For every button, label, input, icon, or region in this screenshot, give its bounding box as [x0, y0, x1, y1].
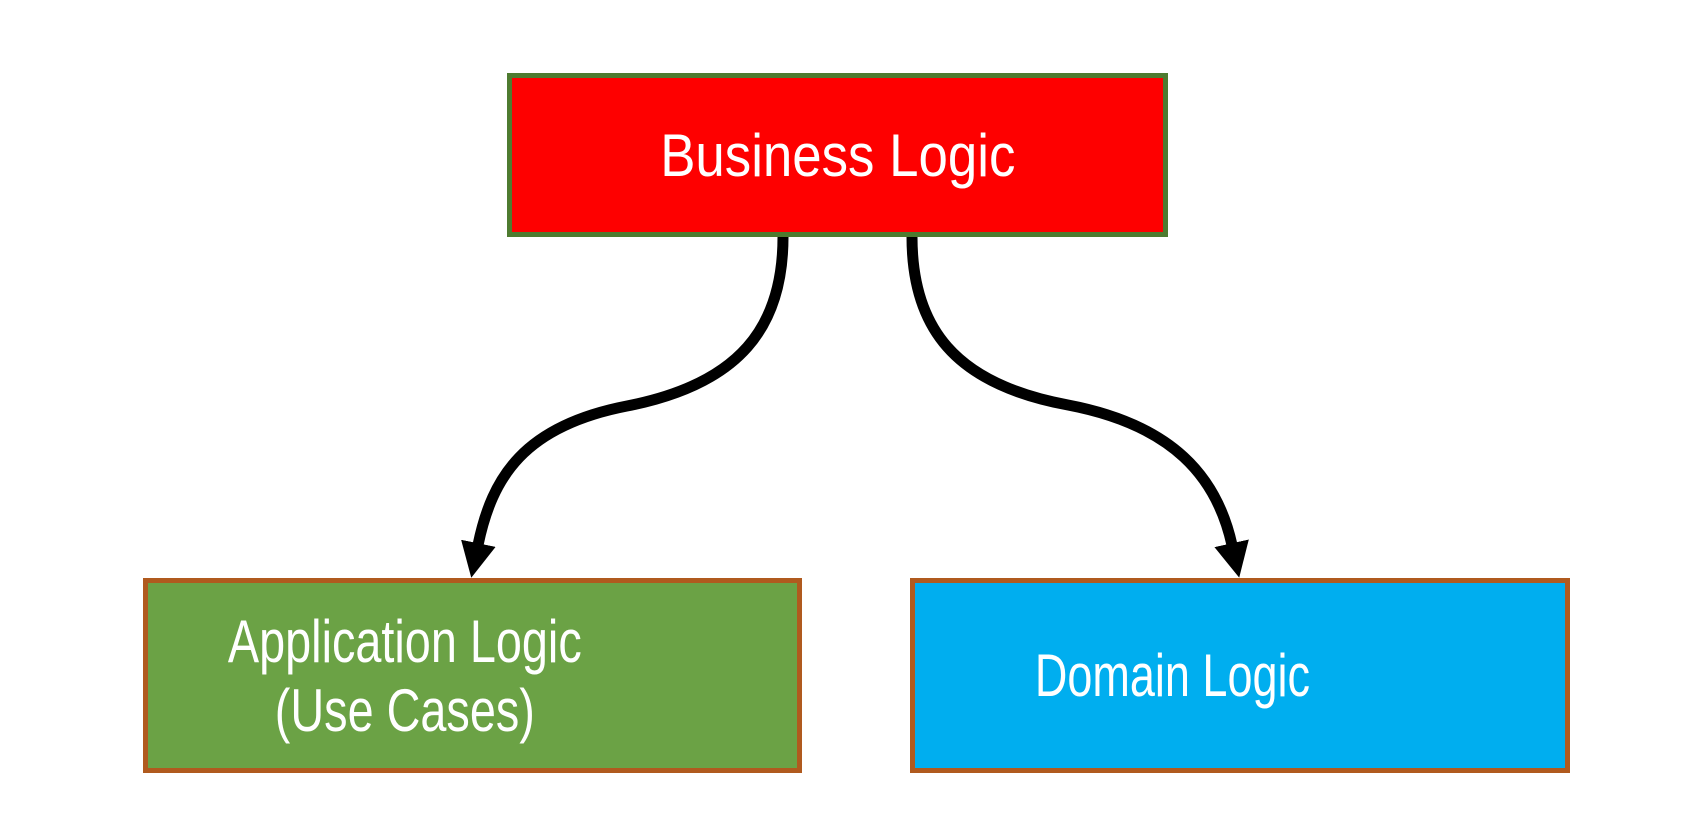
node-application-logic-label-line1: Application Logic	[227, 607, 582, 675]
arrow-business-to-application	[461, 236, 789, 578]
node-application-logic: Application Logic (Use Cases)	[143, 578, 802, 773]
node-domain-logic-label: Domain Logic	[1034, 642, 1310, 709]
node-application-logic-label: Application Logic (Use Cases)	[228, 607, 582, 745]
arrow-business-to-domain	[906, 236, 1249, 578]
node-business-logic-label: Business Logic	[659, 121, 1016, 189]
node-application-logic-label-line2: (Use Cases)	[274, 676, 535, 744]
node-domain-logic: Domain Logic	[910, 578, 1570, 773]
node-business-logic: Business Logic	[507, 73, 1168, 237]
